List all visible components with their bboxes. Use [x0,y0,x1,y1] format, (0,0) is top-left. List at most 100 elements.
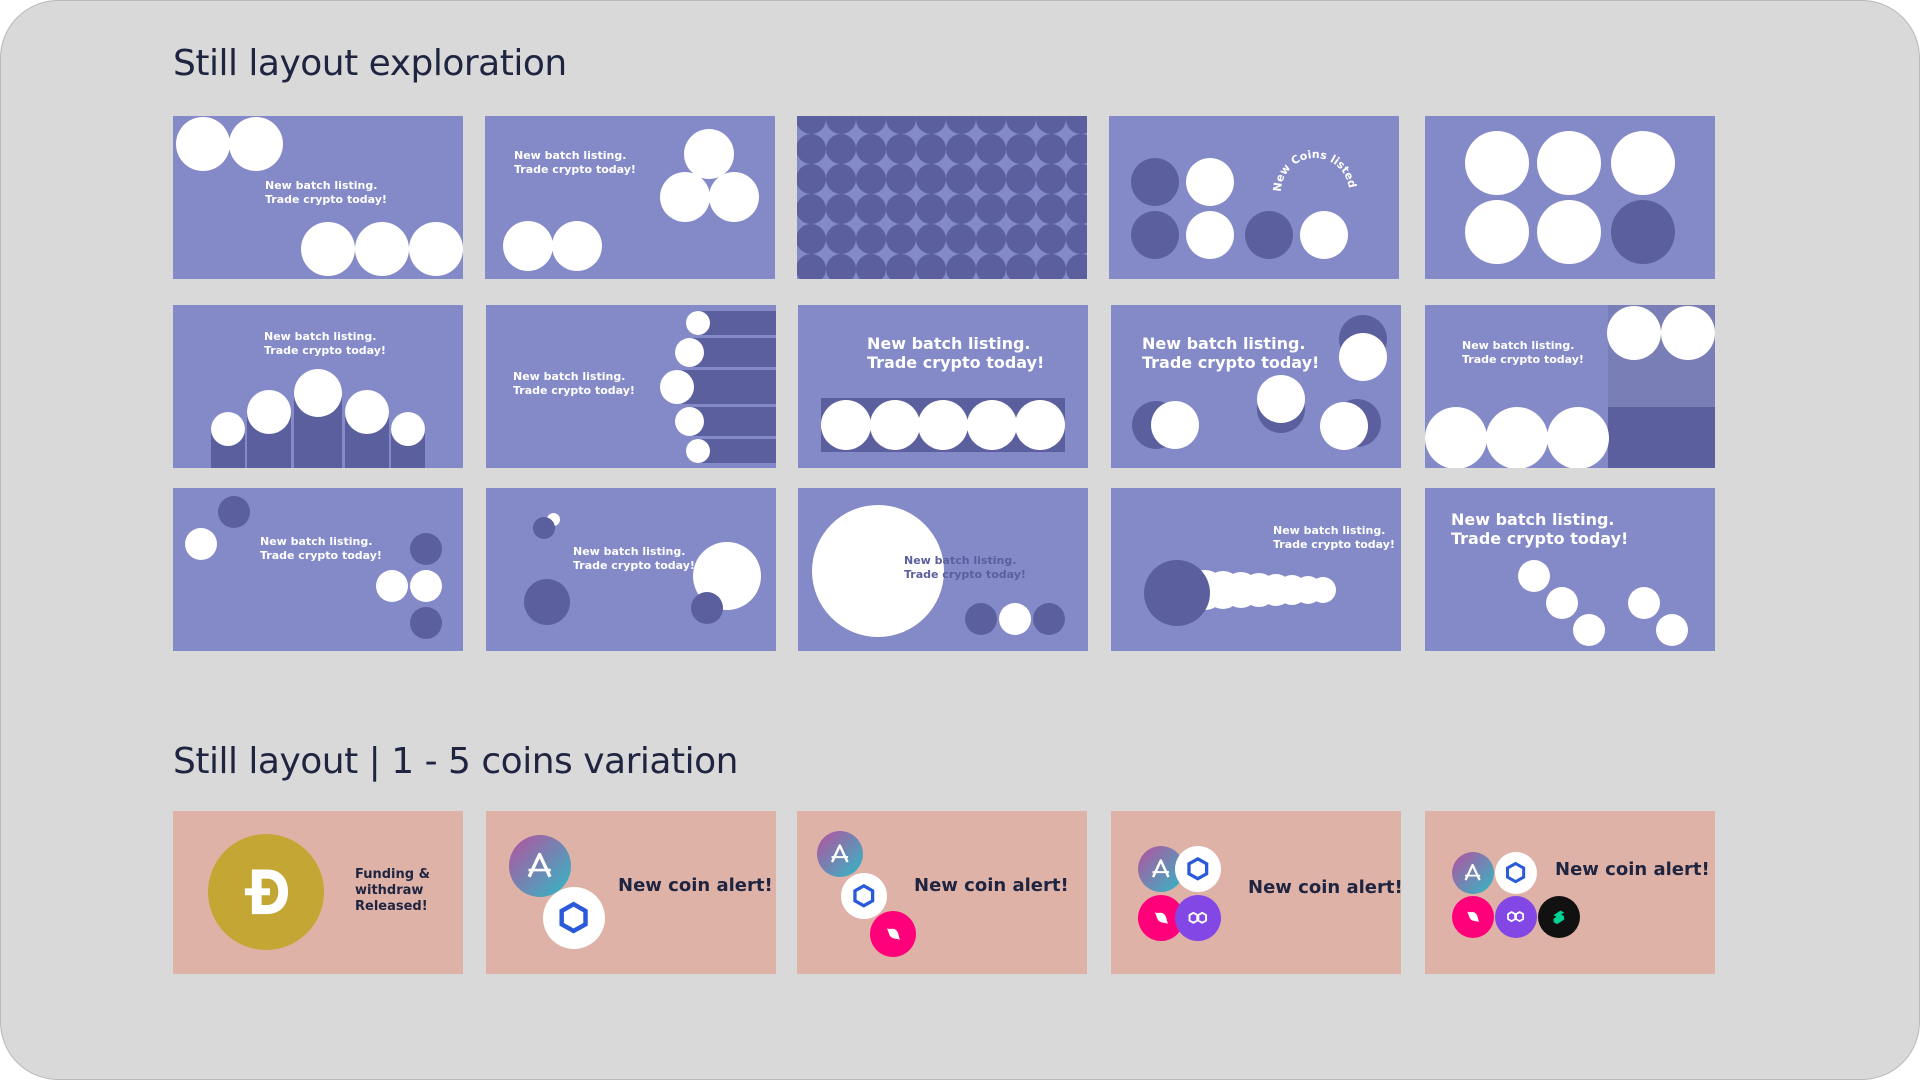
white-circle [660,370,694,404]
new-coin-alert-text: New coin alert! [1248,877,1401,898]
tagline-text: New batch listing.Trade crypto today! [1462,339,1584,366]
white-circle [1339,333,1387,381]
dark-circle [946,194,976,224]
layout-frame-14[interactable]: New batch listing.Trade crypto today! [1111,488,1401,651]
layout-frame-4[interactable]: New Coins listed [1109,116,1399,279]
dark-circle [410,607,442,639]
dark-circle [886,224,916,254]
tagline-text: New batch listing.Trade crypto today! [573,545,695,572]
dark-circle [1611,200,1675,264]
chainlink-icon [841,873,887,919]
dark-circle [826,194,856,224]
dark-circle [916,116,946,134]
tagline-text: New batch listing.Trade crypto today! [867,334,1045,372]
tagline-text: New batch listing.Trade crypto today! [513,370,635,397]
white-circle [660,172,710,222]
dark-circle [1006,194,1036,224]
white-circle [176,117,230,171]
coin-variation-3[interactable]: New coin alert! [797,811,1087,974]
new-coin-alert-text: New coin alert! [1555,859,1710,880]
dark-circle [886,194,916,224]
dark-circle [1066,164,1087,194]
dark-circle [916,194,946,224]
white-circle [1465,200,1529,264]
dark-circle [1006,164,1036,194]
tagline-text: New batch listing. [904,554,1017,567]
coin-variation-2[interactable]: New coin alert! [486,811,776,974]
chainlink-icon [1495,852,1537,894]
white-circle [1537,131,1601,195]
white-circle [552,221,602,271]
white-circle [1320,402,1368,450]
white-circle [301,222,355,276]
coin-variation-4[interactable]: New coin alert! [1111,811,1401,974]
dark-circle [965,603,997,635]
dark-circle [797,194,826,224]
white-circle [294,369,342,417]
dark-circle [886,134,916,164]
dark-circle [826,164,856,194]
white-circle [1486,407,1548,468]
dark-circle [797,224,826,254]
dark-circle [826,134,856,164]
arc-caption-text: New Coins listed [1271,148,1359,192]
white-circle [1537,200,1601,264]
white-circle [355,222,409,276]
dark-circle [856,116,886,134]
dark-circle [533,517,555,539]
layout-frame-15[interactable]: New batch listing.Trade crypto today! [1425,488,1715,651]
white-circle [999,603,1031,635]
arc-caption: New Coins listed [1271,148,1359,192]
layout-frame-7[interactable]: New batch listing.Trade crypto today! [486,305,776,468]
dark-circle [1036,134,1066,164]
layout-frame-12[interactable]: New batch listing.Trade crypto today! [486,488,776,651]
layout-frame-13[interactable]: New batch listing. Trade crypto today! [798,488,1088,651]
white-circle [391,412,425,446]
dark-circle [856,194,886,224]
dark-circle [797,134,826,164]
dark-circle [946,116,976,134]
dark-circle [524,579,570,625]
layout-frame-6[interactable]: New batch listing.Trade crypto today! [173,305,463,468]
white-circle [1656,614,1688,646]
layout-frame-11[interactable]: New batch listing.Trade crypto today! [173,488,463,651]
dark-circle [886,116,916,134]
white-circle [1465,131,1529,195]
dark-circle [976,116,1006,134]
white-circle [1186,158,1234,206]
white-circle [709,172,759,222]
dark-circle [410,533,442,565]
layout-frame-9[interactable]: New batch listing.Trade crypto today! [1111,305,1401,468]
dark-circle [886,164,916,194]
tagline-text: New batch listing.Trade crypto today! [514,149,636,176]
dark-circle [856,254,886,279]
white-circle [675,338,704,367]
layout-frame-2[interactable]: New batch listing.Trade crypto today! [485,116,775,279]
white-circle [247,390,291,434]
layout-frame-5[interactable] [1425,116,1715,279]
dark-circle [976,134,1006,164]
layout-frame-3[interactable] [797,116,1087,279]
chainlink-icon [543,887,605,949]
white-circle [1547,407,1609,468]
coin-variation-5[interactable]: New coin alert! [1425,811,1715,974]
white-circle [686,311,710,335]
dark-circle [976,164,1006,194]
dogecoin-icon [208,834,324,950]
white-circle [821,400,871,450]
dark-circle [976,254,1006,279]
layout-frame-10[interactable]: New batch listing.Trade crypto today! [1425,305,1715,468]
polygon-icon [1495,896,1537,938]
white-circle [211,412,245,446]
dark-circle [1066,116,1087,134]
dark-circle [976,194,1006,224]
dark-circle [1036,224,1066,254]
white-circle [1257,375,1305,423]
white-circle [1546,587,1578,619]
dark-circle [218,496,250,528]
layout-frame-8[interactable]: New batch listing.Trade crypto today! [798,305,1088,468]
layout-frame-1[interactable]: New batch listing.Trade crypto today! [173,116,463,279]
